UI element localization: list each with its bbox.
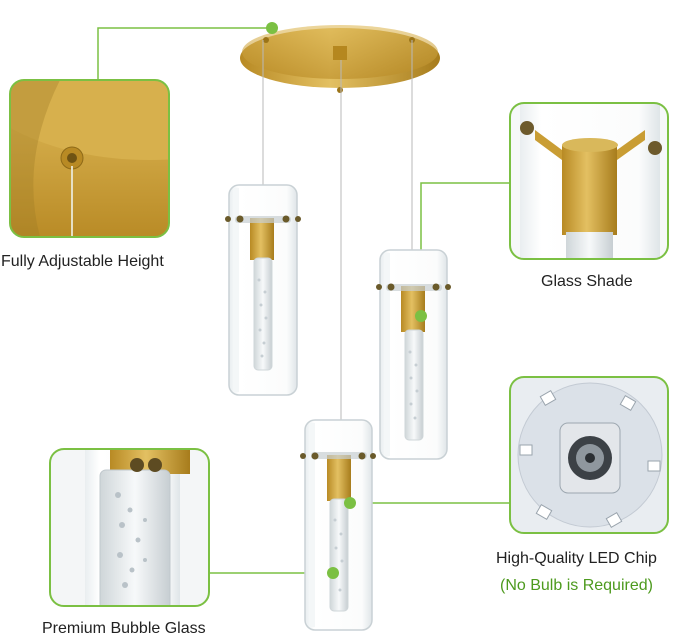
label-adjustable-height: Fully Adjustable Height — [1, 253, 164, 270]
label-bubble-glass: Premium Bubble Glass — [42, 620, 206, 637]
inset-bubble-glass — [49, 448, 210, 607]
label-glass-shade: Glass Shade — [541, 273, 633, 290]
pendant-center — [300, 419, 376, 631]
inset-glass-shade — [509, 102, 669, 260]
label-led-chip: High-Quality LED Chip — [496, 550, 657, 567]
inset-led-chip — [509, 376, 669, 534]
inset-adjustable-height — [9, 79, 170, 238]
label-no-bulb-required: (No Bulb is Required) — [500, 577, 653, 594]
pendant-right — [376, 249, 451, 460]
ceiling-canopy — [240, 25, 440, 93]
suspension-cables — [262, 40, 413, 420]
callout-dots — [266, 22, 427, 579]
pendant-left — [225, 184, 301, 396]
